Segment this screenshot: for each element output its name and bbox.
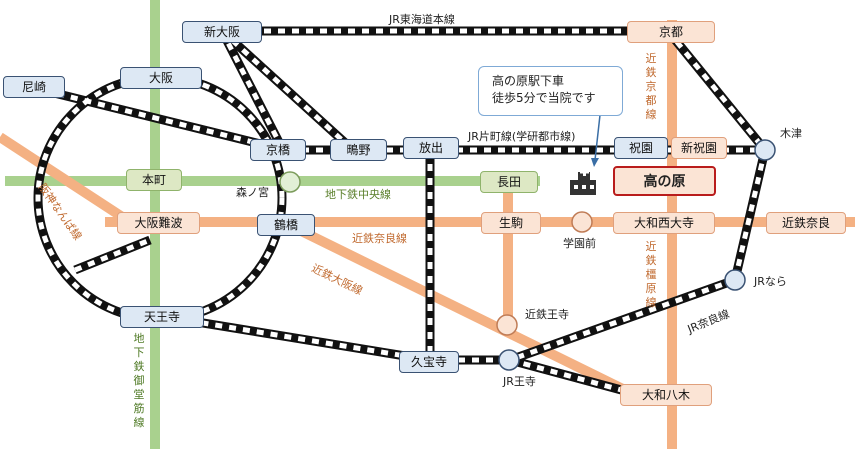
label-morinomiya: 森ノ宮 (236, 186, 269, 199)
station-circle-gakuenmae (571, 211, 593, 233)
callout-arrowhead (591, 158, 599, 167)
station-tsuruhashi[interactable]: 鶴橋 (257, 214, 315, 236)
station-shigino[interactable]: 鴫野 (330, 139, 387, 161)
label-kintetsu-oji: 近鉄王寺 (525, 308, 569, 321)
kintetsu-osaka-line (280, 217, 638, 400)
line-label-kintetsu-kashihara: 近鉄橿原線 (645, 240, 657, 309)
station-takanohara[interactable]: 高の原 (613, 166, 716, 196)
station-hosono[interactable]: 祝園 (614, 137, 668, 159)
station-kyuhoji[interactable]: 久宝寺 (399, 351, 459, 373)
station-shin-hosono[interactable]: 新祝園 (671, 137, 727, 159)
station-circle-kintetsu-oji (496, 314, 518, 336)
station-circle-morinomiya (279, 171, 301, 193)
label-kizu: 木津 (780, 127, 802, 140)
line-label-jr-tokaido: JR東海道本線 (389, 13, 455, 26)
callout-line-1: 高の原駅下車 (492, 74, 565, 88)
line-label-midosuji: 地下鉄御堂筋線 (133, 332, 145, 429)
station-ikoma[interactable]: 生駒 (481, 212, 541, 234)
line-label-chuo: 地下鉄中央線 (325, 188, 391, 201)
station-osaka-namba[interactable]: 大阪難波 (117, 212, 200, 234)
station-yamato-saidaiji[interactable]: 大和西大寺 (613, 212, 715, 234)
hospital-icon (570, 168, 596, 195)
station-circle-kizu (754, 139, 776, 161)
label-jr-nara: JRなら (754, 275, 787, 288)
line-label-jr-katamachi: JR片町線(学研都市線) (468, 130, 576, 143)
station-amagasaki[interactable]: 尼崎 (3, 76, 65, 98)
line-label-kintetsu-kyoto: 近鉄京都線 (645, 52, 657, 121)
callout-line-2: 徒歩5分で当院です (492, 91, 596, 105)
callout-pointer (594, 114, 601, 161)
label-jr-oji: JR王寺 (503, 375, 536, 388)
access-callout: 高の原駅下車 徒歩5分で当院です (478, 66, 623, 116)
station-honmachi[interactable]: 本町 (126, 169, 182, 191)
kintetsu-lines (0, 20, 855, 449)
station-tennoji[interactable]: 天王寺 (120, 306, 204, 328)
label-gakuenmae: 学園前 (563, 237, 596, 250)
station-nagata[interactable]: 長田 (480, 171, 538, 193)
line-label-kintetsu-nara: 近鉄奈良線 (352, 232, 407, 245)
station-kyobashi[interactable]: 京橋 (250, 139, 306, 161)
station-osaka[interactable]: 大阪 (120, 67, 202, 89)
station-circle-jr-oji (498, 349, 520, 371)
station-yamato-yagi[interactable]: 大和八木 (620, 384, 712, 406)
station-kyoto[interactable]: 京都 (627, 21, 715, 43)
station-hanaten[interactable]: 放出 (403, 137, 459, 159)
station-shin-osaka[interactable]: 新大阪 (182, 21, 262, 43)
station-kintetsu-nara[interactable]: 近鉄奈良 (766, 212, 846, 234)
station-circle-jr-nara (724, 269, 746, 291)
hanshin-line-west (0, 132, 133, 227)
